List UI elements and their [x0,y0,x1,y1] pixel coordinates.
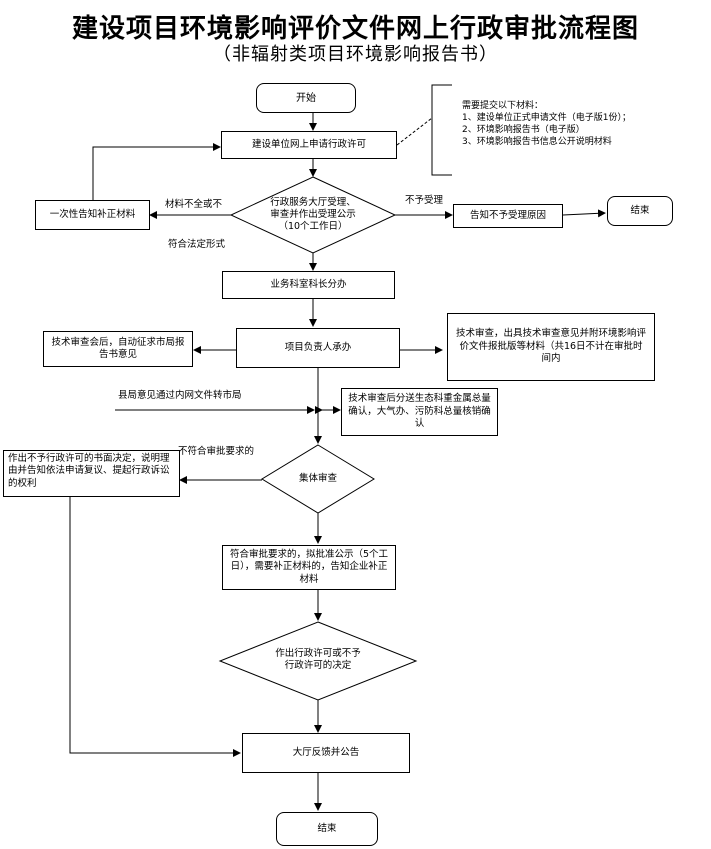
materials-item-3: 3、环境影响报告书信息公开说明材料 [462,137,612,148]
end-top-node: 结束 [607,196,673,226]
start-node: 开始 [256,83,356,113]
hall-feedback-node: 大厅反馈并公告 [242,733,410,773]
notify-supplement-node: 一次性告知补正材料 [35,200,150,230]
collective-review-text: 集体审查 [298,473,337,485]
materials-heading: 需要提交以下材料： [462,101,544,111]
collective-review-diamond [261,444,375,514]
not-meet-label: 不符合审批要求的 [178,446,255,457]
not-accepted-label: 不予受理 [405,195,444,206]
incomplete-label: 材料不全或不 [165,199,223,210]
county-opinion-label: 县局意见通过内网文件转市局 [118,390,242,401]
materials-item-2: 2、环境影响报告书（电子版） [462,125,585,136]
page-title: 建设项目环境影响评价文件网上行政审批流程图 [71,14,639,44]
not-accept-notice-node: 告知不予受理原因 [453,204,563,228]
page-subtitle: （非辐射类项目环境影响报告书） [213,44,498,65]
reject-decision-node: 作出不予行政许可的书面决定，说明理由并告知依法申请复议、提起行政诉讼的权利 [3,450,180,497]
approve-publicity-node: 符合审批要求的，拟批准公示（5个工日），需要补正材料的，告知企业补正材料 [222,545,396,590]
final-decision-text: 作出行政许可或不予行政许可的决定 [275,648,361,671]
left-tech-node: 技术审查会后，自动征求市局报告书意见 [43,331,193,367]
legal-form-label: 符合法定形式 [168,239,226,250]
project-lead-node: 项目负责人承办 [236,328,400,368]
right-tech-node: 技术审查，出具技术审查意见并附环境影响评价文件报批版等材料（共16日不计在审批时… [447,313,655,381]
materials-note: 需要提交以下材料： 1、建设单位正式申请文件（电子版1份）； 2、环境影响报告书… [462,100,631,149]
dept-assign-node: 业务科室科长分办 [222,271,395,299]
right-tech2-node: 技术审查后分送生态科重金属总量确认，大气办、污防科总量核销确认 [341,388,498,436]
end-bottom-node: 结束 [276,812,378,846]
hall-review-text: 行政服务大厅受理、审查并作出受理公示（10个工作日） [270,197,356,232]
final-decision-diamond [218,621,418,701]
apply-node: 建设单位网上申请行政许可 [221,131,397,159]
hall-review-diamond [229,176,397,254]
materials-item-1: 1、建设单位正式申请文件（电子版1份）； [462,113,631,124]
